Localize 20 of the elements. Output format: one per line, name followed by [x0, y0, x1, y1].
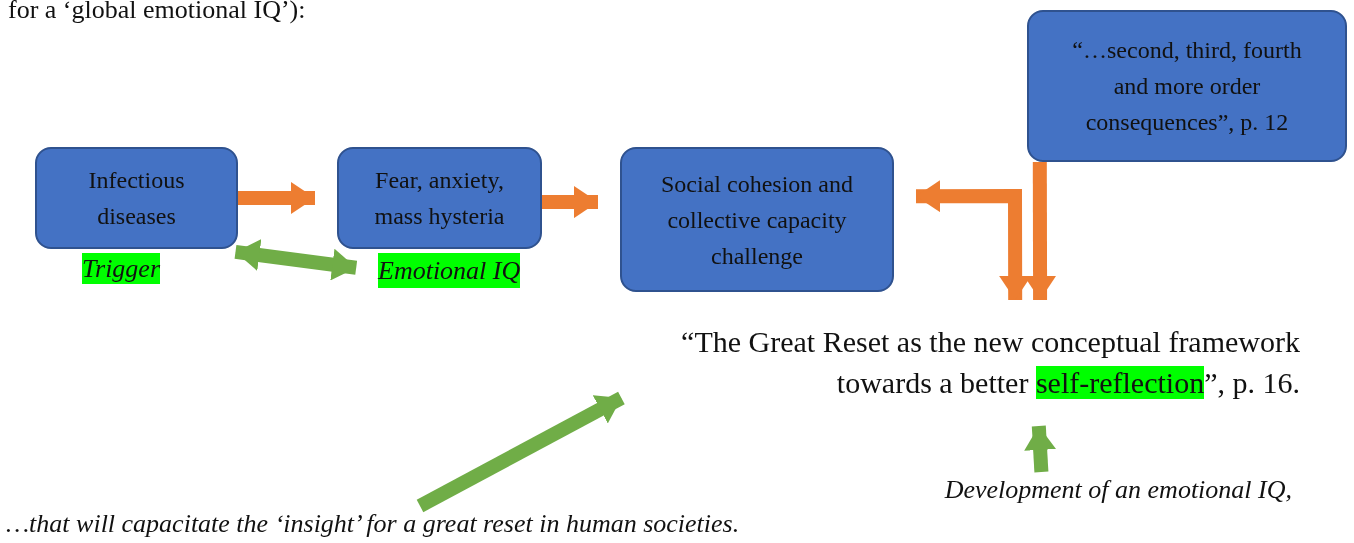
block-arrow: [238, 182, 315, 214]
process-box: [1027, 10, 1347, 162]
block-arrow: [416, 391, 625, 513]
highlighted-label: Emotional IQ: [378, 253, 521, 289]
quote-text: …that will capacitate the ‘insight’ for a great reset in human societies.: [6, 506, 740, 542]
box-text: Infectious diseases: [87, 166, 186, 231]
box-text: Social cohesion and collective capacity challenge: [660, 169, 854, 271]
quote-text: “The Great Reset as the new conceptual framework towards a better self-reflection”, p. 16.: [660, 322, 1300, 403]
quote-text: Development of an emotional IQ,: [944, 472, 1292, 508]
intro-text: for a ‘global emotional IQ’):: [8, 0, 306, 26]
process-box: [337, 147, 542, 249]
process-box: [620, 147, 894, 292]
box-text: Fear, anxiety, mass hysteria: [373, 166, 506, 231]
block-arrow: [234, 239, 358, 281]
process-box: [35, 147, 238, 249]
block-arrow: [1024, 161, 1057, 301]
highlighted-label: Trigger: [82, 253, 161, 285]
block-arrow: [1024, 425, 1057, 473]
box-text: “…second, third, fourth and more order consequences”, p. 12: [1071, 36, 1303, 137]
block-arrow: [542, 186, 598, 219]
